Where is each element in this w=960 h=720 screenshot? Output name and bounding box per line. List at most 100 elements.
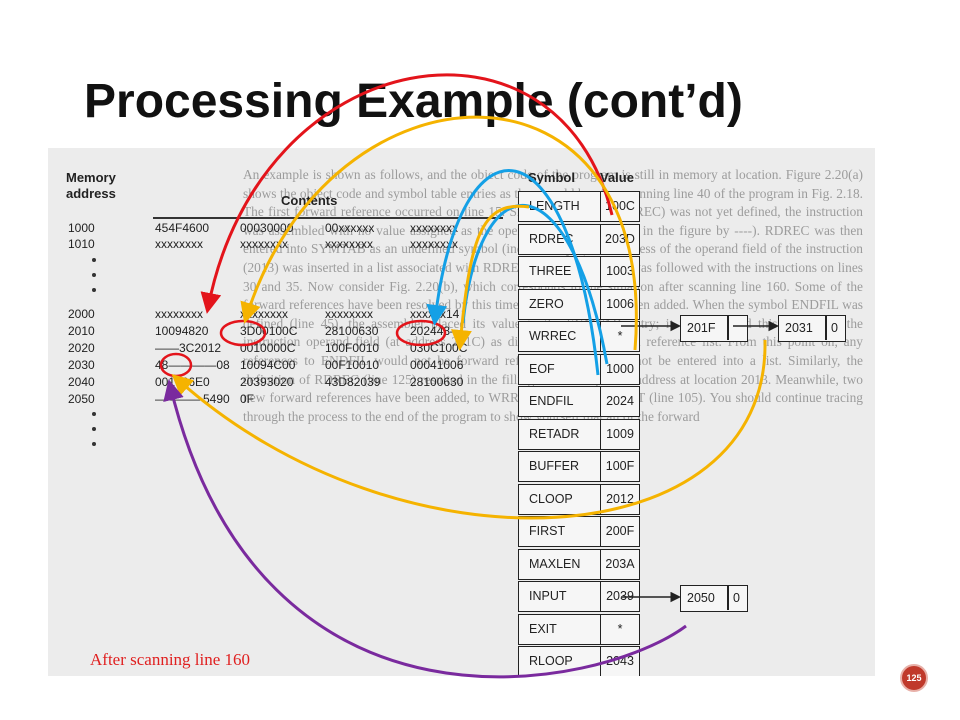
symbol-name: FIRST — [518, 516, 601, 547]
memory-cell: 28100630 — [410, 375, 464, 389]
memory-cell: xxxxxx14 — [410, 307, 460, 321]
symbol-name: LENGTH — [518, 191, 601, 222]
memory-cell: 454F4600 — [155, 221, 210, 235]
ellipsis-dot — [92, 442, 96, 446]
exit-ref-link-1: 0 — [733, 591, 740, 605]
memory-cell: ————5490 — [155, 392, 230, 406]
memory-cell: xxxxxxxx — [155, 307, 203, 321]
memory-cell: 001006E0 — [155, 375, 210, 389]
wrrec-ref-address-1: 201F — [687, 321, 716, 335]
memory-cell: 0010000C — [240, 341, 296, 355]
memory-cell: 28100630 — [325, 324, 379, 338]
symbol-name: WRREC — [518, 321, 601, 352]
page-number-badge: 125 — [900, 664, 928, 692]
symbol-header: Symbol — [528, 170, 575, 185]
wrrec-ref-link-2: 0 — [831, 321, 838, 335]
memory-cell: 0F — [240, 392, 255, 406]
symbol-name: BUFFER — [518, 451, 601, 482]
memory-cell: 48————08 — [155, 358, 230, 372]
memory-address: 2000 — [68, 307, 95, 321]
symbol-value: 2012 — [600, 483, 640, 515]
symbol-name: RETADR — [518, 418, 601, 450]
slide-title: Processing Example (cont’d) — [84, 75, 743, 128]
symbol-name: EXIT — [518, 613, 601, 645]
symbol-value: * — [600, 321, 640, 352]
symbol-value: 200F — [600, 516, 640, 547]
memory-cell: 100F0010 — [325, 341, 380, 355]
memory-address: 2020 — [68, 341, 95, 355]
memory-header-line-2: address — [66, 186, 116, 201]
symbol-value: 2024 — [600, 386, 640, 417]
memory-cell: 10094820 — [155, 324, 209, 338]
symtab-row: EXIT* — [518, 613, 642, 645]
memory-header-line-1: Memory — [66, 170, 116, 185]
memory-cell: xxxxxxxx — [240, 237, 288, 251]
symbol-value: 203D — [600, 223, 640, 255]
symbol-value: * — [600, 613, 640, 645]
symbol-value: 203A — [600, 548, 640, 580]
memory-address: 2050 — [68, 392, 95, 406]
memory-cell: xxxxxxxx — [155, 237, 203, 251]
wrrec-ref-node-2: 2031 0 — [778, 315, 846, 342]
memory-address: 2040 — [68, 375, 95, 389]
memory-cell: 00F10010 — [325, 358, 380, 372]
symbol-name: CLOOP — [518, 483, 601, 515]
symtab-header: Symbol Value — [498, 148, 722, 191]
memory-address: 1000 — [68, 221, 95, 235]
ellipsis-dot — [92, 288, 96, 292]
exit-ref-address-1: 2050 — [687, 591, 715, 605]
scanned-figure: An example is shown as follows, and the … — [48, 148, 875, 676]
memory-cell: 00030000 — [240, 221, 294, 235]
memory-cell: xxxxxxxx — [240, 307, 288, 321]
memory-cell: xxxxxxxx — [410, 237, 458, 251]
ellipsis-dot — [92, 412, 96, 416]
node-divider — [825, 316, 827, 340]
symbol-value: 100F — [600, 451, 640, 482]
symbol-name: THREE — [518, 256, 601, 287]
memory-address: 2030 — [68, 358, 95, 372]
scan-caption: After scanning line 160 — [90, 650, 251, 669]
memory-cell: ——3C2012 — [155, 341, 222, 355]
symbol-value: 1006 — [600, 288, 640, 320]
node-divider — [727, 316, 729, 340]
symbol-value: 1009 — [600, 418, 640, 450]
memory-cell: xxxxxxxx — [325, 307, 373, 321]
node-divider — [727, 586, 729, 610]
value-header: Value — [600, 170, 634, 185]
symtab-row: WRREC* — [518, 321, 642, 352]
symbol-name: ENDFIL — [518, 386, 601, 417]
ellipsis-dot — [92, 258, 96, 262]
memory-address-header: Memory address — [66, 170, 116, 202]
memory-cell: 00xxxxxx — [325, 221, 375, 235]
wrrec-ref-node-1: 201F — [680, 315, 748, 342]
memory-cell: xxxxxxxx — [325, 237, 373, 251]
symbol-value: 100C — [600, 191, 640, 222]
symbol-name: RDREC — [518, 223, 601, 255]
symbol-value: 1003 — [600, 256, 640, 287]
exit-ref-node-1: 2050 0 — [680, 585, 748, 612]
memory-cell: 20393020 — [240, 375, 294, 389]
symbol-value: 1000 — [600, 353, 640, 385]
memory-cell: 202448— — [410, 324, 463, 338]
symbol-name: EOF — [518, 353, 601, 385]
wrrec-ref-address-2: 2031 — [785, 321, 813, 335]
memory-cell: 3D00100C — [240, 324, 298, 338]
memory-address: 1010 — [68, 237, 95, 251]
ellipsis-dot — [92, 273, 96, 277]
symbol-value: 2039 — [600, 581, 640, 612]
symbol-name: INPUT — [518, 581, 601, 612]
memory-cell: xxxxxxxx — [410, 221, 458, 235]
memory-header-rule — [153, 217, 503, 219]
memory-cell: 10094C00 — [240, 358, 296, 372]
